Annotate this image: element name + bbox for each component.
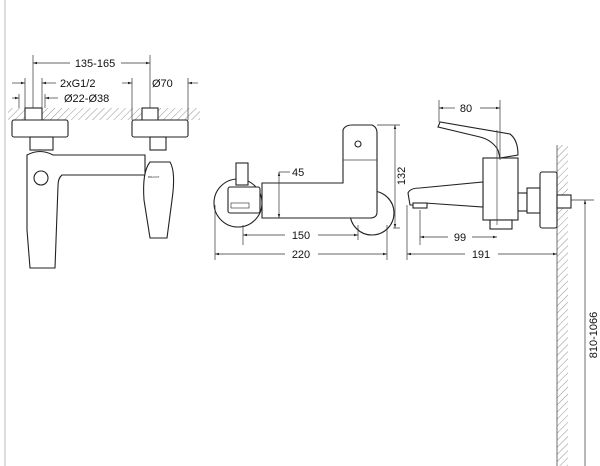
- side-view: 80 99 191 810-1066: [406, 100, 600, 466]
- right-nut: [149, 136, 167, 151]
- lever-pivot: [354, 140, 362, 148]
- diverter-knob: [33, 170, 49, 186]
- dim-220: 220: [292, 249, 310, 261]
- faucet-body: [26, 150, 146, 269]
- dim-135-165: 135-165: [75, 58, 115, 70]
- side-body: [482, 157, 519, 221]
- dim-810-1066: 810-1066: [588, 312, 600, 359]
- dim-150: 150: [292, 230, 310, 242]
- side-nut: [526, 187, 541, 214]
- dim-diameter-70: Ø70: [152, 78, 173, 90]
- dim-diameter-22-38: Ø22-Ø38: [64, 93, 109, 105]
- front-view: BRAVAT 135-165 2xG1/2 Ø70 Ø22-Ø38: [8, 55, 200, 269]
- right-flange: [131, 119, 189, 138]
- left-flange: [11, 119, 69, 138]
- diverter-stem: [235, 162, 249, 186]
- side-flange: [539, 171, 558, 229]
- wall-pin: [556, 194, 572, 209]
- dim-45: 45: [292, 167, 304, 179]
- top-view: 45 132 150 220: [213, 124, 408, 261]
- dim-80: 80: [460, 103, 472, 115]
- left-nut: [29, 136, 54, 151]
- dim-132: 132: [396, 167, 408, 185]
- brand-logo: BRAVAT: [148, 175, 160, 179]
- dim-191: 191: [472, 249, 490, 261]
- side-lever: [437, 121, 519, 159]
- aerator: [412, 202, 428, 209]
- wall-hatch-side: [557, 145, 568, 466]
- diverter-housing: [227, 186, 261, 214]
- side-connector: [517, 192, 528, 212]
- side-cartridge-bottom: [489, 219, 513, 230]
- dim-99: 99: [454, 232, 466, 244]
- lever-handle: [143, 161, 175, 239]
- dim-2xG1-2: 2xG1/2: [60, 78, 95, 90]
- body-top: [261, 124, 378, 219]
